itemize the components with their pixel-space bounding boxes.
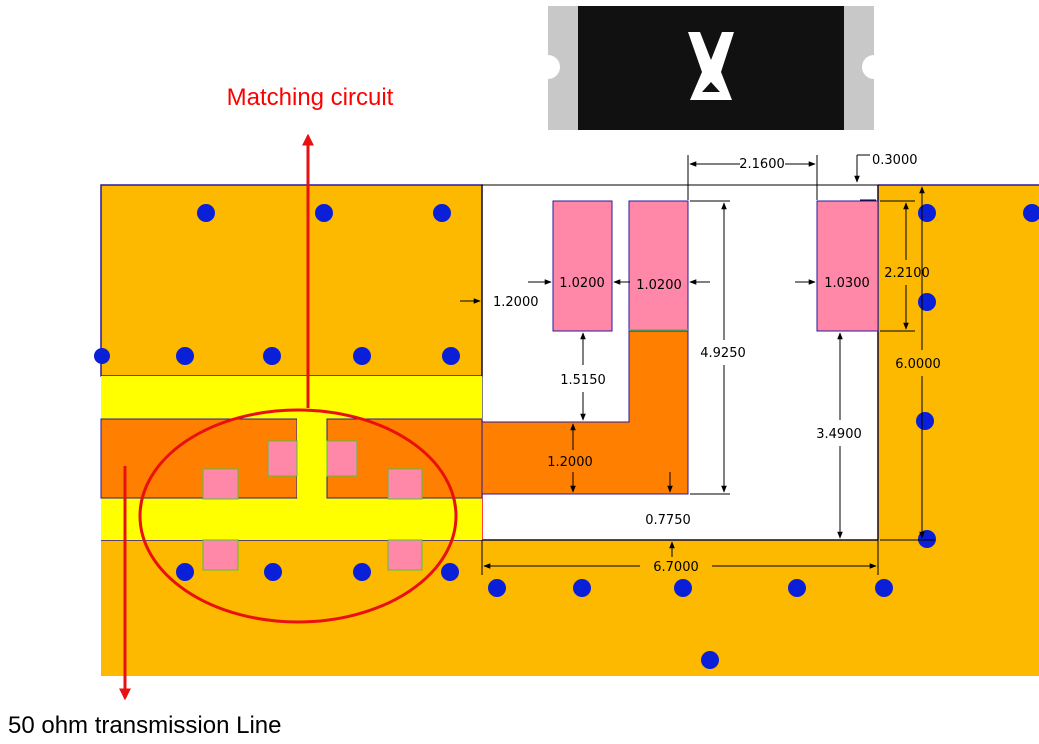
via	[441, 563, 459, 581]
via	[918, 293, 936, 311]
dim-label: 2.2100	[884, 266, 930, 281]
ground-right	[878, 185, 1039, 540]
dim-label: 2.1600	[739, 157, 785, 172]
vias	[94, 204, 1039, 669]
pad	[202, 468, 239, 500]
via	[488, 579, 506, 597]
dim-label: 1.0200	[636, 278, 682, 293]
via	[197, 204, 215, 222]
matching-circuit-callout: Matching circuit	[138, 84, 458, 624]
via	[263, 347, 281, 365]
via	[875, 579, 893, 597]
via	[918, 530, 936, 548]
via	[701, 651, 719, 669]
via	[264, 563, 282, 581]
via	[433, 204, 451, 222]
via	[94, 348, 110, 364]
dim-label: 0.3000	[872, 153, 918, 168]
via	[573, 579, 591, 597]
dim-label: 1.0300	[824, 276, 870, 291]
pad	[267, 440, 298, 477]
dimension-labels: 2.1600 0.3000 1.2000 1.0200 1.0200 1.030…	[493, 153, 941, 575]
dim-label: 6.0000	[895, 357, 941, 372]
pad	[326, 440, 358, 477]
pad	[552, 200, 613, 332]
ground-lower	[101, 540, 1039, 676]
via	[315, 204, 333, 222]
via	[674, 579, 692, 597]
dim-label: 0.7750	[645, 513, 691, 528]
matching-circuit-ellipse	[138, 408, 458, 624]
via	[353, 563, 371, 581]
pad	[202, 539, 239, 571]
via	[176, 563, 194, 581]
ground-upper-left	[100, 184, 483, 377]
dim-label: 1.0200	[559, 276, 605, 291]
via	[442, 347, 460, 365]
component-marking-icon	[688, 32, 734, 100]
pad	[816, 200, 879, 332]
dim-label: 1.2000	[547, 455, 593, 470]
feed-line-stub	[297, 408, 327, 498]
pad	[387, 539, 423, 571]
cavity-outline	[481, 184, 879, 541]
dim-label: 4.9250	[700, 346, 746, 361]
dim-label: 3.4900	[816, 427, 862, 442]
dim-label: 6.7000	[653, 560, 699, 575]
via	[353, 347, 371, 365]
matching-circuit-label: Matching circuit	[227, 84, 394, 111]
via	[918, 204, 936, 222]
pad	[387, 468, 423, 500]
via	[916, 412, 934, 430]
via	[1023, 204, 1039, 222]
pad	[628, 200, 689, 332]
smd-component-image	[548, 6, 874, 130]
transmission-line-label: 50 ohm transmission Line	[8, 712, 281, 739]
dimension-lines	[460, 154, 935, 575]
dim-label: 1.2000	[493, 295, 539, 310]
pads	[202, 200, 879, 571]
via	[788, 579, 806, 597]
dim-label: 1.5150	[560, 373, 606, 388]
transmission-line-callout: 50 ohm transmission Line	[8, 466, 281, 739]
via	[176, 347, 194, 365]
